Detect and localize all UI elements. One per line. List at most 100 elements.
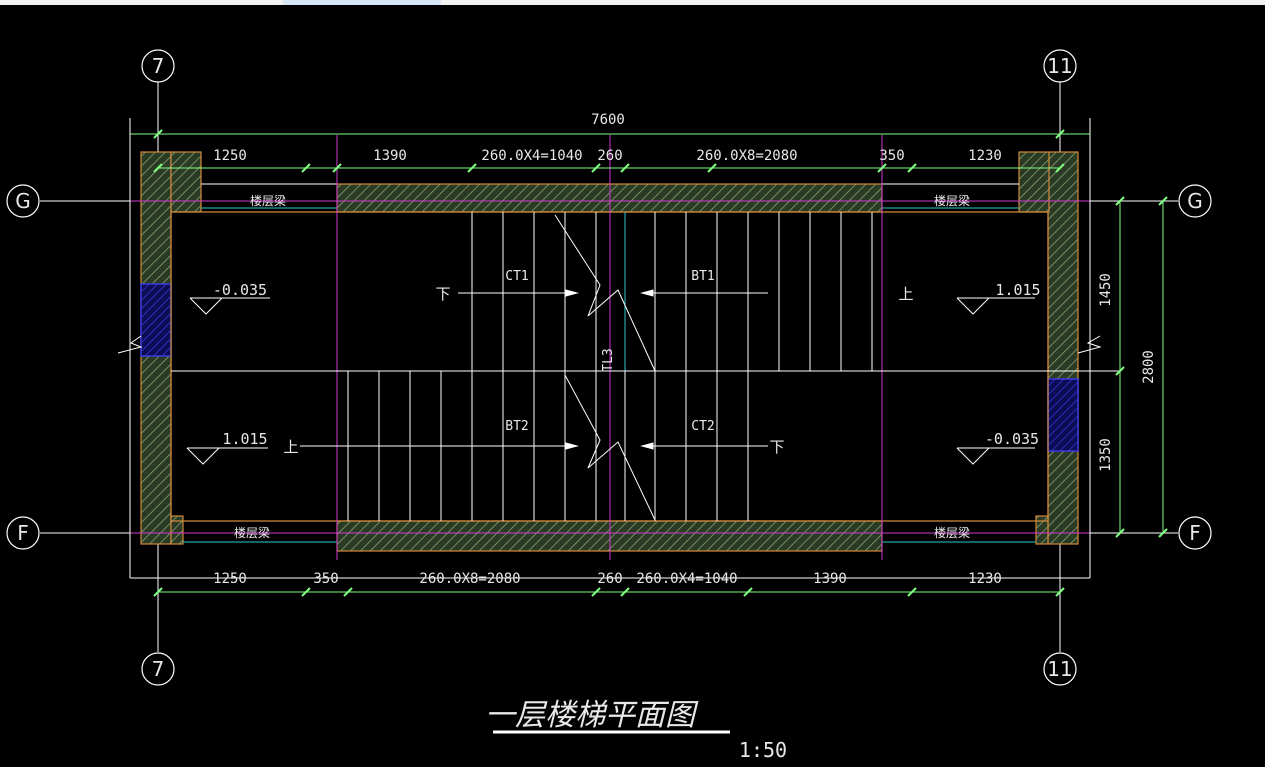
dimension-tick — [877, 163, 887, 173]
dimension-tick — [591, 587, 601, 597]
dimension-tick — [591, 163, 601, 173]
axis-bubble-F-right — [1178, 516, 1212, 550]
elevation-bottom-left: 1.015 — [222, 430, 267, 448]
dim-bottom-6: 1230 — [968, 571, 1002, 587]
dimension-tick — [707, 163, 717, 173]
dimension-tick — [1158, 528, 1168, 538]
window-left — [140, 283, 172, 357]
label-ct2: CT2 — [691, 419, 714, 434]
dimension-tick — [1055, 129, 1065, 139]
elevation-markers — [186, 297, 1035, 465]
drawing-title-block: 一层楼梯平面图 1:50 — [485, 698, 787, 762]
elevation-bottom-right: -0.035 — [985, 430, 1039, 448]
dimension-tick — [153, 129, 163, 139]
axis-label-11-top: 11 — [1047, 54, 1072, 78]
column-top-left — [170, 151, 202, 213]
dim-right-1: 1350 — [1098, 438, 1114, 472]
dim-right-0: 1450 — [1098, 273, 1114, 307]
axis-label-7-bottom: 7 — [152, 657, 165, 681]
dim-bottom-0: 1250 — [213, 571, 247, 587]
dimension-tick — [1158, 196, 1168, 206]
dimension-tick — [467, 163, 477, 173]
dimension-tick — [1055, 163, 1065, 173]
axis-label-G-right: G — [1187, 189, 1203, 213]
axis-label-7-top: 7 — [152, 54, 165, 78]
dim-top-1: 1390 — [373, 148, 407, 164]
axis-bubble-labels: 7 11 7 11 G G F F — [15, 54, 1203, 681]
dimension-tick — [620, 587, 630, 597]
beam-label-bottom-right: 楼层梁 — [934, 525, 970, 540]
axis-label-F-right: F — [1189, 521, 1201, 545]
axis-bubble-11-bottom — [1043, 652, 1077, 686]
axis-bubble-7-top — [141, 49, 175, 83]
dimension-tick — [743, 587, 753, 597]
elevation-top-right: 1.015 — [995, 281, 1040, 299]
axis-bubble-7-bottom — [141, 652, 175, 686]
axis-label-F-left: F — [17, 521, 29, 545]
label-bt1: BT1 — [691, 269, 714, 284]
beam-label-top-left: 楼层梁 — [250, 193, 286, 208]
window-top-strip — [0, 0, 1265, 5]
dimension-tick — [620, 163, 630, 173]
axis-label-G-left: G — [15, 189, 31, 213]
label-bt2: BT2 — [505, 419, 528, 434]
beam-label-bottom-left: 楼层梁 — [234, 525, 270, 540]
extension-lines — [129, 118, 1091, 579]
dim-bottom-5: 1390 — [813, 571, 847, 587]
axis-label-11-bottom: 11 — [1047, 657, 1072, 681]
dimension-tick — [301, 587, 311, 597]
dim-top-2: 260.0X4=1040 — [481, 148, 582, 164]
drawing-scale: 1:50 — [739, 738, 787, 762]
dim-bottom-4: 260.0X4=1040 — [636, 571, 737, 587]
stair-treads-top — [471, 212, 873, 371]
dim-top-6: 1230 — [968, 148, 1002, 164]
label-ct1: CT1 — [505, 269, 528, 284]
label-down-top: 下 — [435, 285, 450, 303]
dim-top-5: 350 — [879, 148, 904, 164]
axis-bubble-G-left — [6, 184, 40, 218]
floor-beam-lines — [183, 183, 1036, 543]
dimension-tick — [907, 163, 917, 173]
beam-label-top-right: 楼层梁 — [934, 193, 970, 208]
label-down-bottom: 下 — [769, 438, 784, 456]
window-right — [1047, 378, 1079, 452]
dimension-tick — [332, 163, 342, 173]
axis-bubble-11-top — [1043, 49, 1077, 83]
dim-right-total: 2800 — [1141, 350, 1157, 384]
dimension-tick — [1115, 528, 1125, 538]
dimension-tick — [343, 587, 353, 597]
beam-labels: 楼层梁 楼层梁 楼层梁 楼层梁 — [234, 193, 970, 540]
elevation-top-left: -0.035 — [213, 281, 267, 299]
dim-bottom-3: 260 — [597, 571, 622, 587]
direction-labels: 下 上 上 下 — [283, 285, 913, 456]
magenta-lines — [130, 135, 1090, 560]
drawing-title: 一层楼梯平面图 — [485, 698, 699, 733]
dim-overall: 7600 — [591, 112, 625, 128]
elevation-text: -0.035 1.015 1.015 -0.035 — [213, 281, 1041, 448]
dimension-tick — [1115, 366, 1125, 376]
direction-arrows — [300, 289, 768, 450]
dimension-tick — [1115, 196, 1125, 206]
dim-bottom-2: 260.0X8=2080 — [419, 571, 520, 587]
column-top-right — [1018, 151, 1050, 213]
active-tab-indicator[interactable] — [283, 0, 441, 5]
wall-right — [1047, 151, 1079, 545]
dimension-lines — [130, 133, 1164, 593]
stair-labels: CT1 BT1 BT2 CT2 TL3 — [505, 269, 714, 434]
stair-break-lines — [554, 214, 656, 521]
dim-top-0: 1250 — [213, 148, 247, 164]
dimension-tick — [153, 163, 163, 173]
dim-bottom-1: 350 — [313, 571, 338, 587]
label-up-bottom: 上 — [283, 438, 298, 456]
label-tl3: TL3 — [601, 348, 616, 371]
axis-bubble-F-left — [6, 516, 40, 550]
column-bottom-left — [170, 515, 184, 545]
dimension-tick — [153, 587, 163, 597]
label-up-top: 上 — [898, 285, 913, 303]
dimension-text: 7600 1250 1390 260.0X4=1040 260 260.0X8=… — [213, 112, 1157, 587]
column-bottom-right — [1035, 515, 1049, 545]
axis-bubbles — [6, 49, 1212, 686]
dimension-tick — [907, 587, 917, 597]
axis-bubble-G-right — [1178, 184, 1212, 218]
